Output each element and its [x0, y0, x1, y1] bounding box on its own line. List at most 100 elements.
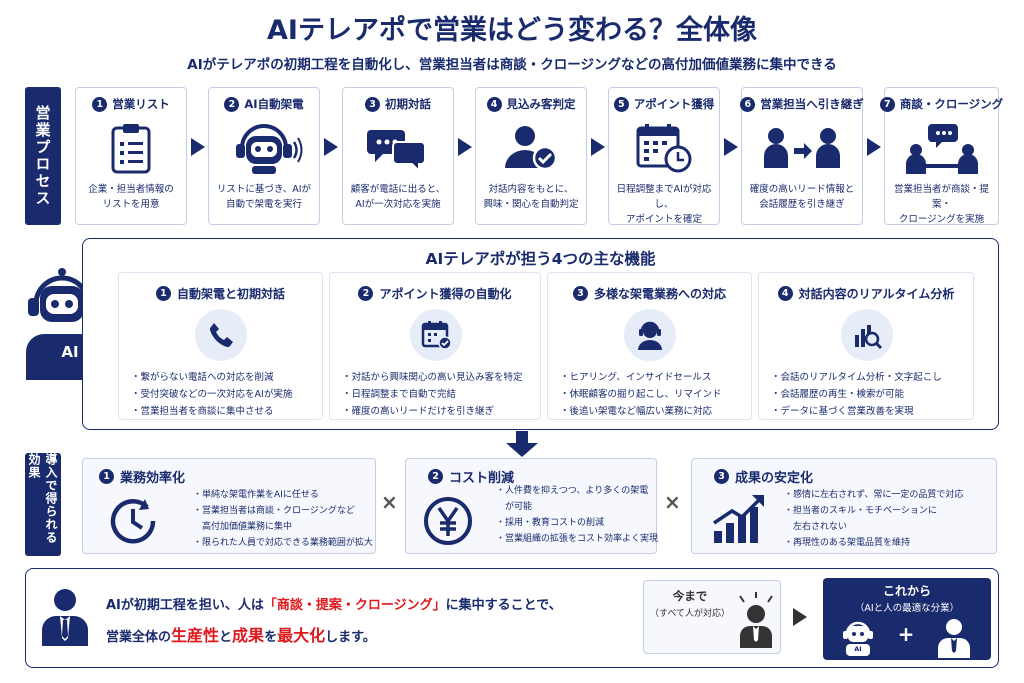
meeting-icon [902, 122, 982, 180]
step-desc: リストに基づき、AIが [216, 184, 312, 195]
step-desc: AIが一次対応を実施 [355, 199, 441, 210]
function-bullet: ヒアリング、インサイドセールス [560, 369, 722, 386]
effect-bullet: 営業担当者は商談・クロージングなど [193, 503, 373, 519]
effect-bullet: 感情に左右されず、常に一定の品質で対応 [784, 487, 963, 503]
process-step-3: 3 初期対話 顧客が電話に出ると、 AIが一次対応を実施 [342, 87, 454, 225]
function-bullet: 対話から興味関心の高い見込み客を特定 [342, 369, 523, 386]
step-title: 見込み客判定 [506, 97, 576, 111]
function-number: 1 [155, 286, 171, 301]
mascot-label: AI [61, 343, 79, 361]
analytics-icon [841, 309, 893, 361]
step-number: 7 [879, 96, 895, 112]
step-desc: 確度の高いリード情報と [749, 184, 855, 195]
step-desc: 興味・関心を自動判定 [483, 199, 579, 210]
process-label: 営業プロセス [25, 87, 61, 225]
plus-sign: + [897, 622, 915, 646]
step-title: アポイント獲得 [633, 97, 715, 111]
summary-highlight: 「商談・提案・クロージング」 [263, 598, 446, 613]
person-icon [934, 616, 974, 662]
process-arrow [458, 138, 472, 156]
step-desc: 自動で架電を実行 [225, 199, 302, 210]
function-title: 自動架電と初期対話 [176, 287, 285, 301]
stressed-person-icon [736, 592, 776, 652]
effect-title: 成果の安定化 [735, 471, 814, 486]
process-arrow [191, 138, 205, 156]
summary-line-2: 営業全体の生産性と成果を最大化します。 [106, 622, 376, 646]
before-title: 今まで [672, 589, 708, 603]
page-title: AIテレアポで営業はどう変わる？全体像 [267, 15, 757, 46]
summary-text: 営業全体の [106, 630, 172, 645]
businessman-icon [40, 588, 90, 650]
calendar-check-icon [410, 309, 462, 361]
function-bullet: 会話履歴の再生・検索が可能 [771, 386, 942, 403]
step-desc: 会話履歴を引き継ぎ [759, 199, 845, 210]
summary-line-1: AIが初期工程を担い、人は「商談・提案・クロージング」に集中することで、 [106, 594, 562, 613]
effect-bullet: 左右されない [784, 522, 848, 532]
function-bullet: 営業担当者を商談に集中させる [131, 403, 292, 420]
times-sign: × [664, 490, 681, 514]
function-card-2: 2 アポイント獲得の自動化 対話から興味関心の高い見込み客を特定 日程調整まで自動… [329, 272, 541, 420]
clipboard-list-icon [109, 122, 153, 178]
functions-heading: AIテレアポが担う4つの主な機能 [425, 250, 656, 268]
effect-bullet: 限られた人員で対応できる業務範囲が拡大 [193, 535, 373, 551]
step-desc: リストを用意 [102, 199, 160, 210]
clock-icon [107, 495, 159, 551]
step-number: 2 [224, 96, 240, 112]
process-step-2: 2 AI自動架電 リストに基づき、AIが自動で架電を実行 [208, 87, 320, 225]
effect-bullet: 再現性のある架電品質を維持 [784, 535, 963, 551]
step-title: AI自動架電 [244, 97, 304, 111]
step-number: 1 [92, 96, 108, 112]
function-bullet: データに基づく営業改善を実現 [771, 403, 942, 420]
step-desc: アポイントを確定 [625, 214, 702, 225]
function-card-4: 4 対話内容のリアルタイム分析 会話のリアルタイム分析・文字起こし 会話履歴の再生… [758, 272, 974, 420]
effect-bullet: 高付加価値業務に集中 [193, 522, 293, 532]
transition-arrow-icon [793, 608, 807, 626]
step-desc: 営業担当者が商談・提案・ [893, 184, 989, 210]
effect-card-3: 3 成果の安定化 感情に左右されず、常に一定の品質で対応 担当者のスキル・モチベー… [691, 458, 997, 554]
summary-highlight: 生産性 [171, 626, 220, 645]
calendar-clock-icon [634, 122, 694, 178]
process-arrow [867, 138, 881, 156]
step-number: 4 [486, 96, 502, 112]
step-desc: 顧客が電話に出ると、 [350, 184, 446, 195]
function-bullet: 繋がらない電話への対応を削減 [131, 369, 292, 386]
after-subtitle: （AIと人の最適な分業） [854, 603, 960, 614]
step-title: 営業担当へ引き継ぎ [760, 97, 864, 111]
function-title: 対話内容のリアルタイム分析 [798, 287, 955, 301]
summary-highlight: 成果 [232, 626, 265, 645]
after-title: これから [882, 584, 931, 598]
process-arrow [591, 138, 605, 156]
process-arrow [324, 138, 338, 156]
page-subtitle: AIがテレアポの初期工程を自動化し、営業担当者は商談・クロージングなどの高付加価… [187, 57, 837, 73]
function-number: 4 [777, 286, 793, 301]
step-number: 3 [365, 96, 380, 112]
step-title: 初期対話 [385, 97, 431, 111]
summary-text: AIが初期工程を担い、人は [106, 598, 264, 613]
process-arrow [724, 138, 738, 156]
effect-bullet: 担当者のスキル・モチベーションに [784, 503, 963, 519]
summary-text: に集中することで、 [445, 598, 562, 613]
operator-icon [624, 309, 676, 361]
effect-bullet: 単純な架電作業をAIに任せる [193, 487, 373, 503]
summary-text: と [219, 630, 233, 645]
effect-number: 1 [99, 469, 114, 484]
effect-number: 3 [714, 469, 729, 484]
function-bullet: 会話のリアルタイム分析・文字起こし [771, 369, 942, 386]
function-title: アポイント獲得の自動化 [379, 287, 512, 301]
function-number: 2 [358, 286, 374, 301]
handover-icon [762, 122, 842, 178]
step-desc: クロージングを実施 [898, 214, 985, 225]
function-bullet: 日程調整まで自動で完結 [342, 386, 523, 403]
effect-bullet: 営業組織の拡張をコスト効率よく実現 [496, 531, 658, 547]
function-bullet: 後追い架電など幅広い業務に対応 [560, 403, 722, 420]
times-sign: × [381, 490, 398, 514]
function-bullet: 休眠顧客の掘り起こし、リマインド [560, 386, 722, 403]
growth-chart-icon [710, 491, 768, 551]
